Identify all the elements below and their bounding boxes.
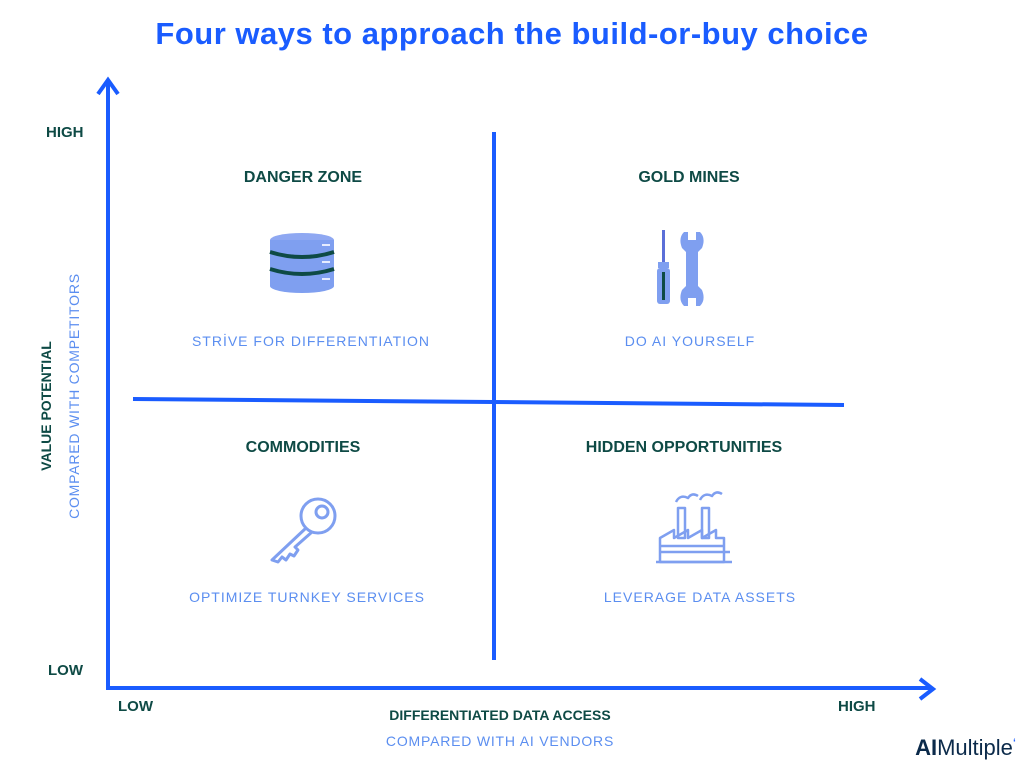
x-axis-high-label: HIGH xyxy=(838,698,876,715)
quadrant-heading-danger-zone: DANGER ZONE xyxy=(243,169,363,186)
tools-icon xyxy=(652,226,712,315)
x-axis-subtitle: COMPARED WITH AI VENDORS xyxy=(385,733,615,749)
y-axis-low-label: LOW xyxy=(48,662,83,679)
quadrant-heading-commodities: COMMODITIES xyxy=(245,439,361,456)
quadrant-action-hidden-opportunities: LEVERAGE DATA ASSETS xyxy=(603,589,797,605)
logo-suffix: Multiple xyxy=(937,735,1013,760)
y-axis-high-label: HIGH xyxy=(46,124,84,141)
quadrant-heading-gold-mines: GOLD MINES xyxy=(638,169,740,186)
x-axis-low-label: LOW xyxy=(118,698,153,715)
aimultiple-logo: AIMultiple‘ xyxy=(915,735,1016,761)
logo-prefix: AI xyxy=(915,735,938,760)
database-icon xyxy=(268,232,336,301)
logo-mark-icon: ‘ xyxy=(1012,735,1016,751)
horizontal-divider xyxy=(132,397,845,407)
page-title: Four ways to approach the build-or-buy c… xyxy=(155,16,869,51)
x-axis-title: DIFFERENTIATED DATA ACCESS xyxy=(389,707,611,723)
quadrant-heading-hidden-opportunities: HIDDEN OPPORTUNITIES xyxy=(585,439,783,456)
quadrant-action-commodities: OPTIMIZE TURNKEY SERVICES xyxy=(189,589,425,605)
quadrant-action-danger-zone: STRİVE FOR DIFFERENTIATION xyxy=(191,333,431,349)
quadrant-action-gold-mines: DO AI YOURSELF xyxy=(624,333,756,349)
y-axis-arrowhead xyxy=(96,76,120,96)
x-axis-arrowhead xyxy=(918,677,937,701)
y-axis-subtitle: COMPARED WITH COMPETITORS xyxy=(66,273,82,519)
key-icon xyxy=(266,494,340,569)
factory-icon xyxy=(656,490,732,571)
y-axis-title: VALUE POTENTIAL xyxy=(38,341,54,471)
